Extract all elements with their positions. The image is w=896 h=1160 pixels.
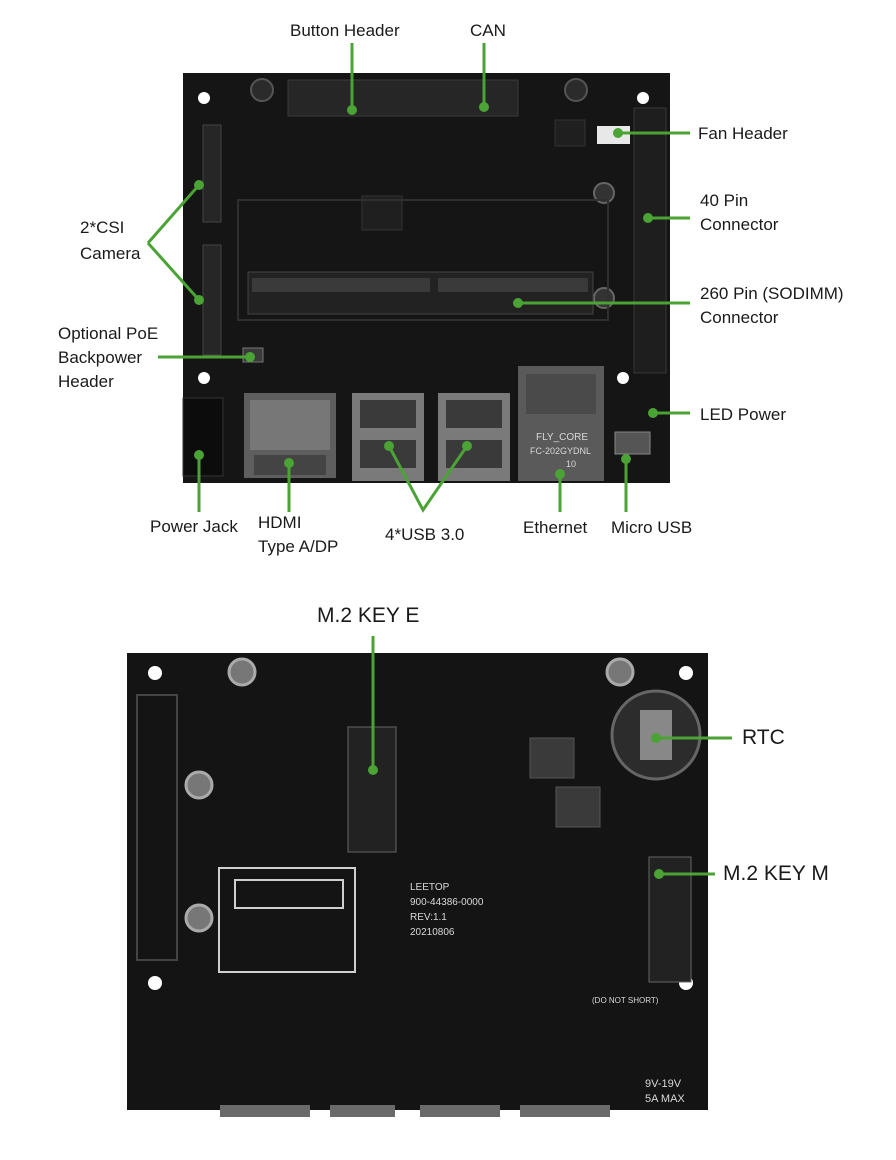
label-m2-key-m: M.2 KEY M (723, 862, 829, 885)
label-40pin-line2: Connector (700, 215, 779, 234)
label-sodimm-line2: Connector (700, 308, 779, 327)
micro-usb-port (614, 431, 651, 455)
label-csi-line2: Camera (80, 244, 141, 263)
silk-current: 5A MAX (645, 1093, 685, 1105)
label-micro-usb: Micro USB (611, 518, 693, 537)
bottom-pin-header (136, 694, 178, 961)
silk-do-not-short: (DO NOT SHORT) (592, 996, 659, 1005)
label-rtc: RTC (742, 726, 785, 749)
label-usb: 4*USB 3.0 (385, 525, 465, 544)
silk-eth-model: FC-202GYDNL (530, 446, 591, 456)
csi-connector-2 (202, 244, 222, 356)
label-power-jack: Power Jack (150, 517, 238, 536)
silk-rev: REV:1.1 (410, 912, 447, 923)
label-can: CAN (470, 21, 506, 40)
power-jack (182, 397, 224, 477)
label-csi-line1: 2*CSI (80, 218, 125, 237)
label-ethernet: Ethernet (523, 518, 588, 537)
top-board (182, 73, 670, 483)
silk-eth-brand: FLY_CORE (536, 432, 588, 443)
label-button-header: Button Header (290, 21, 400, 40)
label-poe-line2: Backpower (58, 348, 143, 367)
sodimm-connector (237, 199, 609, 321)
label-led-power: LED Power (700, 405, 786, 424)
40-pin-connector (633, 107, 667, 374)
callout-lines (146, 43, 732, 876)
label-40pin-line1: 40 Pin (700, 191, 749, 210)
label-hdmi-line1: HDMI (258, 513, 302, 532)
silk-maker: LEETOP (410, 882, 450, 893)
silkscreen-box (218, 867, 356, 973)
csi-connector-1 (202, 124, 222, 223)
silk-date: 20210806 (410, 927, 455, 938)
label-poe-line1: Optional PoE (58, 324, 159, 343)
silk-part: 900-44386-0000 (410, 897, 484, 908)
ethernet-port (518, 366, 604, 481)
callout-dots (194, 102, 664, 879)
label-m2-key-e: M.2 KEY E (317, 604, 420, 627)
label-fan-header: Fan Header (698, 124, 788, 143)
silk-eth-suffix: 10 (566, 459, 576, 469)
silk-voltage: 9V-19V (645, 1078, 682, 1090)
label-sodimm-line1: 260 Pin (SODIMM) (700, 284, 844, 303)
label-hdmi-line2: Type A/DP (258, 537, 339, 556)
bottom-board: LEETOP 900-44386-0000 REV:1.1 20210806 (… (127, 653, 708, 1117)
label-poe-line3: Header (58, 372, 114, 391)
button-header-pins (287, 79, 519, 117)
